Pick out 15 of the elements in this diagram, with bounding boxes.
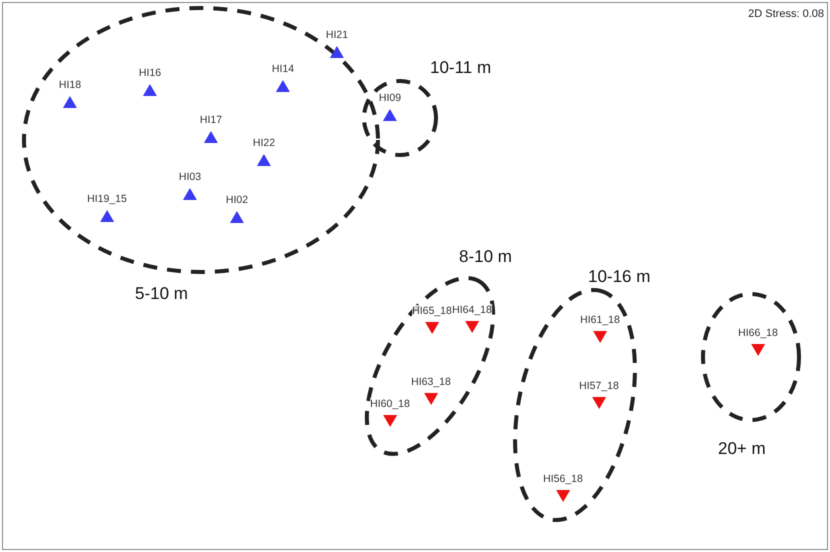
stress-value-label: 2D Stress: 0.08 bbox=[748, 7, 824, 22]
sample-label: HI57_18 bbox=[579, 380, 619, 393]
sample-label: HI65_18 bbox=[412, 305, 452, 318]
group-label: 5-10 m bbox=[135, 285, 188, 302]
sample-label: HI61_18 bbox=[580, 314, 620, 327]
group-label: 10-11 m bbox=[430, 59, 492, 76]
sample-label: HI66_18 bbox=[738, 327, 778, 340]
sample-label: HI60_18 bbox=[370, 398, 410, 411]
sample-label: HI19_15 bbox=[87, 193, 127, 206]
sample-label: HI64_18 bbox=[452, 304, 492, 317]
sample-label: HI63_18 bbox=[411, 376, 451, 389]
group-label: 10-16 m bbox=[588, 268, 650, 285]
group-label: 8-10 m bbox=[459, 248, 512, 265]
group-label: 20+ m bbox=[718, 440, 766, 457]
sample-label: HI56_18 bbox=[543, 473, 583, 486]
